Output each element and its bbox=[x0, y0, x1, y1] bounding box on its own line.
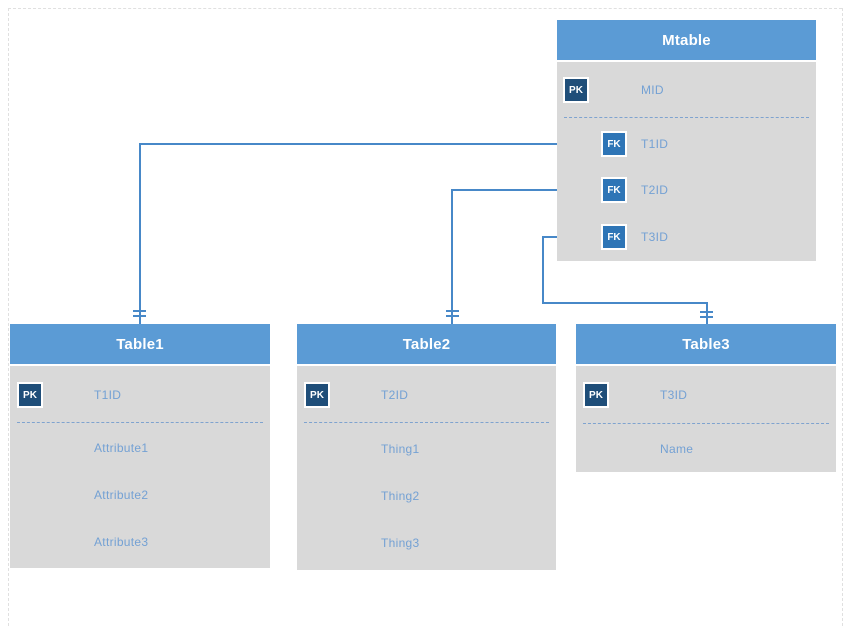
entity-table3[interactable]: Table3 PK T3ID Name bbox=[576, 324, 836, 472]
fk-badge: FK bbox=[601, 177, 627, 203]
entity-table2-body: PK T2ID Thing1 Thing2 Thing3 bbox=[297, 366, 556, 570]
entity-table3-header[interactable]: Table3 bbox=[576, 324, 836, 366]
field-name: Attribute1 bbox=[94, 441, 149, 455]
pk-separator bbox=[583, 423, 829, 424]
entity-mtable[interactable]: Mtable PK MID FK T1ID FK T2ID FK T3ID bbox=[557, 20, 816, 261]
field-row-attribute3[interactable]: Attribute3 bbox=[10, 529, 270, 555]
field-name: Name bbox=[660, 442, 694, 456]
field-name: T3ID bbox=[660, 388, 688, 402]
field-row-t2id[interactable]: FK T2ID bbox=[557, 177, 816, 203]
entity-title: Table3 bbox=[682, 335, 730, 353]
field-row-t2id[interactable]: PK T2ID bbox=[297, 382, 556, 408]
connector-mtable-table2-hline[interactable] bbox=[452, 189, 587, 191]
field-row-t3id[interactable]: PK T3ID bbox=[576, 382, 836, 408]
field-row-t3id[interactable]: FK T3ID bbox=[557, 224, 816, 250]
field-row-mid[interactable]: PK MID bbox=[557, 77, 816, 103]
entity-table2-header[interactable]: Table2 bbox=[297, 324, 556, 366]
field-row-name[interactable]: Name bbox=[576, 436, 836, 462]
connector-mtable-table3-vline1[interactable] bbox=[542, 236, 544, 303]
field-name: Attribute2 bbox=[94, 488, 149, 502]
field-name: Thing1 bbox=[381, 442, 420, 456]
entity-title: Table2 bbox=[402, 335, 451, 353]
pk-badge: PK bbox=[563, 77, 589, 103]
pk-badge: PK bbox=[304, 382, 330, 408]
pk-separator bbox=[564, 117, 809, 118]
fk-badge: FK bbox=[601, 131, 627, 157]
connector-mtable-table3-hline2[interactable] bbox=[542, 302, 708, 304]
connector-mtable-table2-vline[interactable] bbox=[451, 189, 453, 324]
pk-separator bbox=[17, 422, 263, 423]
field-name: T3ID bbox=[641, 230, 669, 244]
field-name: Attribute3 bbox=[94, 535, 149, 549]
field-name: Thing3 bbox=[381, 536, 420, 550]
field-name: T2ID bbox=[641, 183, 669, 197]
field-name: MID bbox=[641, 83, 664, 97]
entity-title: Mtable bbox=[662, 31, 711, 49]
field-row-thing1[interactable]: Thing1 bbox=[297, 436, 556, 462]
connector-mtable-table1-vline[interactable] bbox=[139, 143, 141, 324]
page-edge-left bbox=[8, 8, 9, 626]
one-tick-icon bbox=[700, 316, 713, 318]
one-tick-icon bbox=[133, 310, 146, 312]
field-name: T1ID bbox=[94, 388, 122, 402]
connector-mtable-table3-vline2[interactable] bbox=[706, 302, 708, 324]
entity-table3-body: PK T3ID Name bbox=[576, 366, 836, 472]
pk-separator bbox=[304, 422, 549, 423]
page-edge-right bbox=[842, 8, 843, 626]
one-tick-icon bbox=[700, 311, 713, 313]
field-row-attribute2[interactable]: Attribute2 bbox=[10, 482, 270, 508]
one-tick-icon bbox=[446, 315, 459, 317]
field-row-thing3[interactable]: Thing3 bbox=[297, 530, 556, 556]
entity-title: Table1 bbox=[116, 335, 164, 353]
entity-table1-body: PK T1ID Attribute1 Attribute2 Attribute3 bbox=[10, 366, 270, 568]
one-tick-icon bbox=[446, 310, 459, 312]
entity-table1-header[interactable]: Table1 bbox=[10, 324, 270, 366]
field-name: T2ID bbox=[381, 388, 409, 402]
pk-badge: PK bbox=[583, 382, 609, 408]
field-name: Thing2 bbox=[381, 489, 420, 503]
page-edge-top bbox=[8, 8, 842, 9]
entity-mtable-header[interactable]: Mtable bbox=[557, 20, 816, 62]
entity-table2[interactable]: Table2 PK T2ID Thing1 Thing2 Thing3 bbox=[297, 324, 556, 570]
entity-table1[interactable]: Table1 PK T1ID Attribute1 Attribute2 Att… bbox=[10, 324, 270, 568]
one-tick-icon bbox=[133, 315, 146, 317]
field-name: T1ID bbox=[641, 137, 669, 151]
connector-mtable-table1-hline[interactable] bbox=[140, 143, 587, 145]
fk-badge: FK bbox=[601, 224, 627, 250]
field-row-t1id[interactable]: PK T1ID bbox=[10, 382, 270, 408]
field-row-thing2[interactable]: Thing2 bbox=[297, 483, 556, 509]
field-row-t1id[interactable]: FK T1ID bbox=[557, 131, 816, 157]
entity-mtable-body: PK MID FK T1ID FK T2ID FK T3ID bbox=[557, 62, 816, 261]
pk-badge: PK bbox=[17, 382, 43, 408]
field-row-attribute1[interactable]: Attribute1 bbox=[10, 435, 270, 461]
